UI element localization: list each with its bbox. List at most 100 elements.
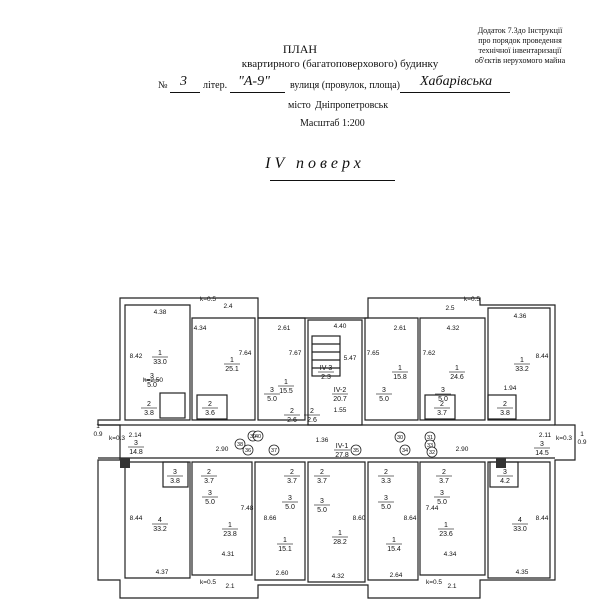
dim: 8.44 — [130, 515, 143, 522]
dim: 4.34 — [444, 551, 457, 558]
room-area: 5.0 — [147, 382, 157, 389]
room-area: 25.1 — [225, 366, 239, 373]
number-label: № — [158, 80, 168, 91]
dim: 2.61 — [394, 325, 407, 332]
room-number: 2 — [320, 469, 324, 476]
apartment-number: 38 — [237, 442, 243, 448]
room-area: 2.6 — [307, 417, 317, 424]
dim: 8.66 — [264, 515, 277, 522]
dim: 7.44 — [426, 505, 439, 512]
room-area: 33.2 — [153, 526, 167, 533]
dim: 4.34 — [194, 325, 207, 332]
liter-value: "А-9" — [238, 74, 270, 89]
room-number: 2 — [442, 469, 446, 476]
room-number: 1 — [455, 365, 459, 372]
dim: 2.14 — [129, 432, 142, 439]
city-value: Дніпропетровськ — [315, 100, 389, 111]
apartment-number: 36 — [245, 448, 251, 454]
room-area: 3.7 — [204, 478, 214, 485]
room-area: 4.2 — [500, 478, 510, 485]
room-area: 15.5 — [279, 388, 293, 395]
dim: 1.55 — [334, 407, 347, 414]
dim: 7.65 — [367, 350, 380, 357]
room-area: 5.0 — [285, 504, 295, 511]
dim: 8.44 — [536, 515, 549, 522]
room-area: 3.7 — [287, 478, 297, 485]
room-area: 3.7 — [317, 478, 327, 485]
floor-title: IV поверх — [265, 155, 365, 172]
room-area: 33.2 — [515, 366, 529, 373]
dim: 7.64 — [239, 350, 252, 357]
room-number: 1 — [230, 357, 234, 364]
dim: 2.5 — [445, 305, 454, 312]
room-area: 33.0 — [153, 359, 167, 366]
dim: 1 — [96, 423, 100, 430]
dim: k=0.5 — [464, 296, 480, 303]
room-area: 5.0 — [381, 504, 391, 511]
apartment-number: 30 — [397, 435, 403, 441]
room-number: 3 — [503, 469, 507, 476]
room-area: 5.0 — [205, 499, 215, 506]
dim: k=0.5 — [426, 579, 442, 586]
room-number: 2 — [290, 408, 294, 415]
dim: 1 — [580, 431, 584, 438]
room-number: 3 — [270, 387, 274, 394]
room-number: 1 — [444, 522, 448, 529]
room-number: 1 — [392, 537, 396, 544]
room-area: 3.7 — [439, 478, 449, 485]
room-number: 3 — [320, 498, 324, 505]
room-area: 20.7 — [333, 396, 347, 403]
room-number: 4 — [518, 517, 522, 524]
room-area: 5.0 — [437, 499, 447, 506]
room-area: 5.0 — [438, 396, 448, 403]
room-area: 15.1 — [278, 546, 292, 553]
room-number: 2 — [310, 408, 314, 415]
room-area: 3.8 — [170, 478, 180, 485]
dim: 2.90 — [216, 446, 229, 453]
room-area: 23.6 — [439, 531, 453, 538]
room-number: 2 — [207, 469, 211, 476]
dim: 8.64 — [404, 515, 417, 522]
floor-plan: 4.38 4.34 2.61 4.40 2.61 4.32 4.36 2.4 2… — [93, 296, 587, 599]
room-number: 4 — [158, 517, 162, 524]
street-label: вулиця (провулок, площа) — [290, 80, 401, 91]
city-label: місто — [288, 100, 311, 111]
room-area: 33.0 — [513, 526, 527, 533]
street-value: Хабарівська — [420, 74, 493, 89]
dim: 2.90 — [456, 446, 469, 453]
dim: 4.38 — [154, 309, 167, 316]
room-number: 3 — [288, 495, 292, 502]
apartment-number: 35 — [353, 448, 359, 454]
apartment-number: 32 — [429, 450, 435, 456]
room-area: 2.3 — [321, 374, 331, 381]
dim: 4.40 — [334, 323, 347, 330]
room-area: 5.0 — [267, 396, 277, 403]
room-area: 2.6 — [287, 417, 297, 424]
room-area: 23.8 — [223, 531, 237, 538]
appendix-note: Додаток 7.3до Інструкції про порядок про… — [440, 26, 600, 66]
number-value: 3 — [180, 74, 187, 89]
apartment-number: 34 — [402, 448, 408, 454]
dim: 8.44 — [536, 353, 549, 360]
dim: 2.64 — [390, 572, 403, 579]
room-area: 3.8 — [500, 410, 510, 417]
dim: h=2.50 — [143, 377, 163, 384]
apartment-number: 40 — [255, 434, 261, 440]
room-area: 14.5 — [535, 450, 549, 457]
room-number: 3 — [382, 387, 386, 394]
apartment-number: 37 — [271, 448, 277, 454]
room-number: 3 — [173, 469, 177, 476]
note-line: Додаток 7.3до Інструкції — [477, 26, 563, 35]
room-number: 3 — [441, 387, 445, 394]
room-area: 24.6 — [450, 374, 464, 381]
plan-subtitle: квартирного (багатоповерхового) будинку — [241, 58, 439, 70]
room-number: 1 — [283, 537, 287, 544]
room-number: 1 — [158, 350, 162, 357]
room-area: 15.8 — [393, 374, 407, 381]
room-area: 3.3 — [381, 478, 391, 485]
room-number: 2 — [290, 469, 294, 476]
dim: 7.48 — [241, 505, 254, 512]
room-number: 1 — [338, 530, 342, 537]
room-area: 3.6 — [205, 410, 215, 417]
room-number: 3 — [384, 495, 388, 502]
